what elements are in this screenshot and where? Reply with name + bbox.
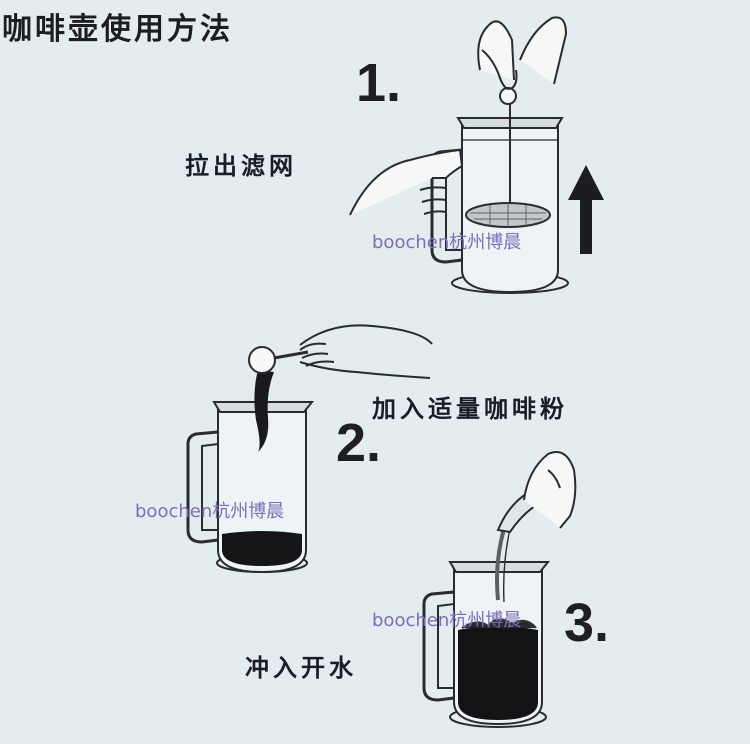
- french-press-pour-water-icon: [424, 452, 575, 727]
- arrow-up-icon: [568, 165, 604, 254]
- watermark-2: boochen杭州博晨: [135, 497, 284, 523]
- french-press-add-coffee-icon: [188, 325, 432, 572]
- watermark-3: boochen杭州博晨: [372, 606, 521, 632]
- watermark-1: boochen杭州博晨: [372, 228, 521, 254]
